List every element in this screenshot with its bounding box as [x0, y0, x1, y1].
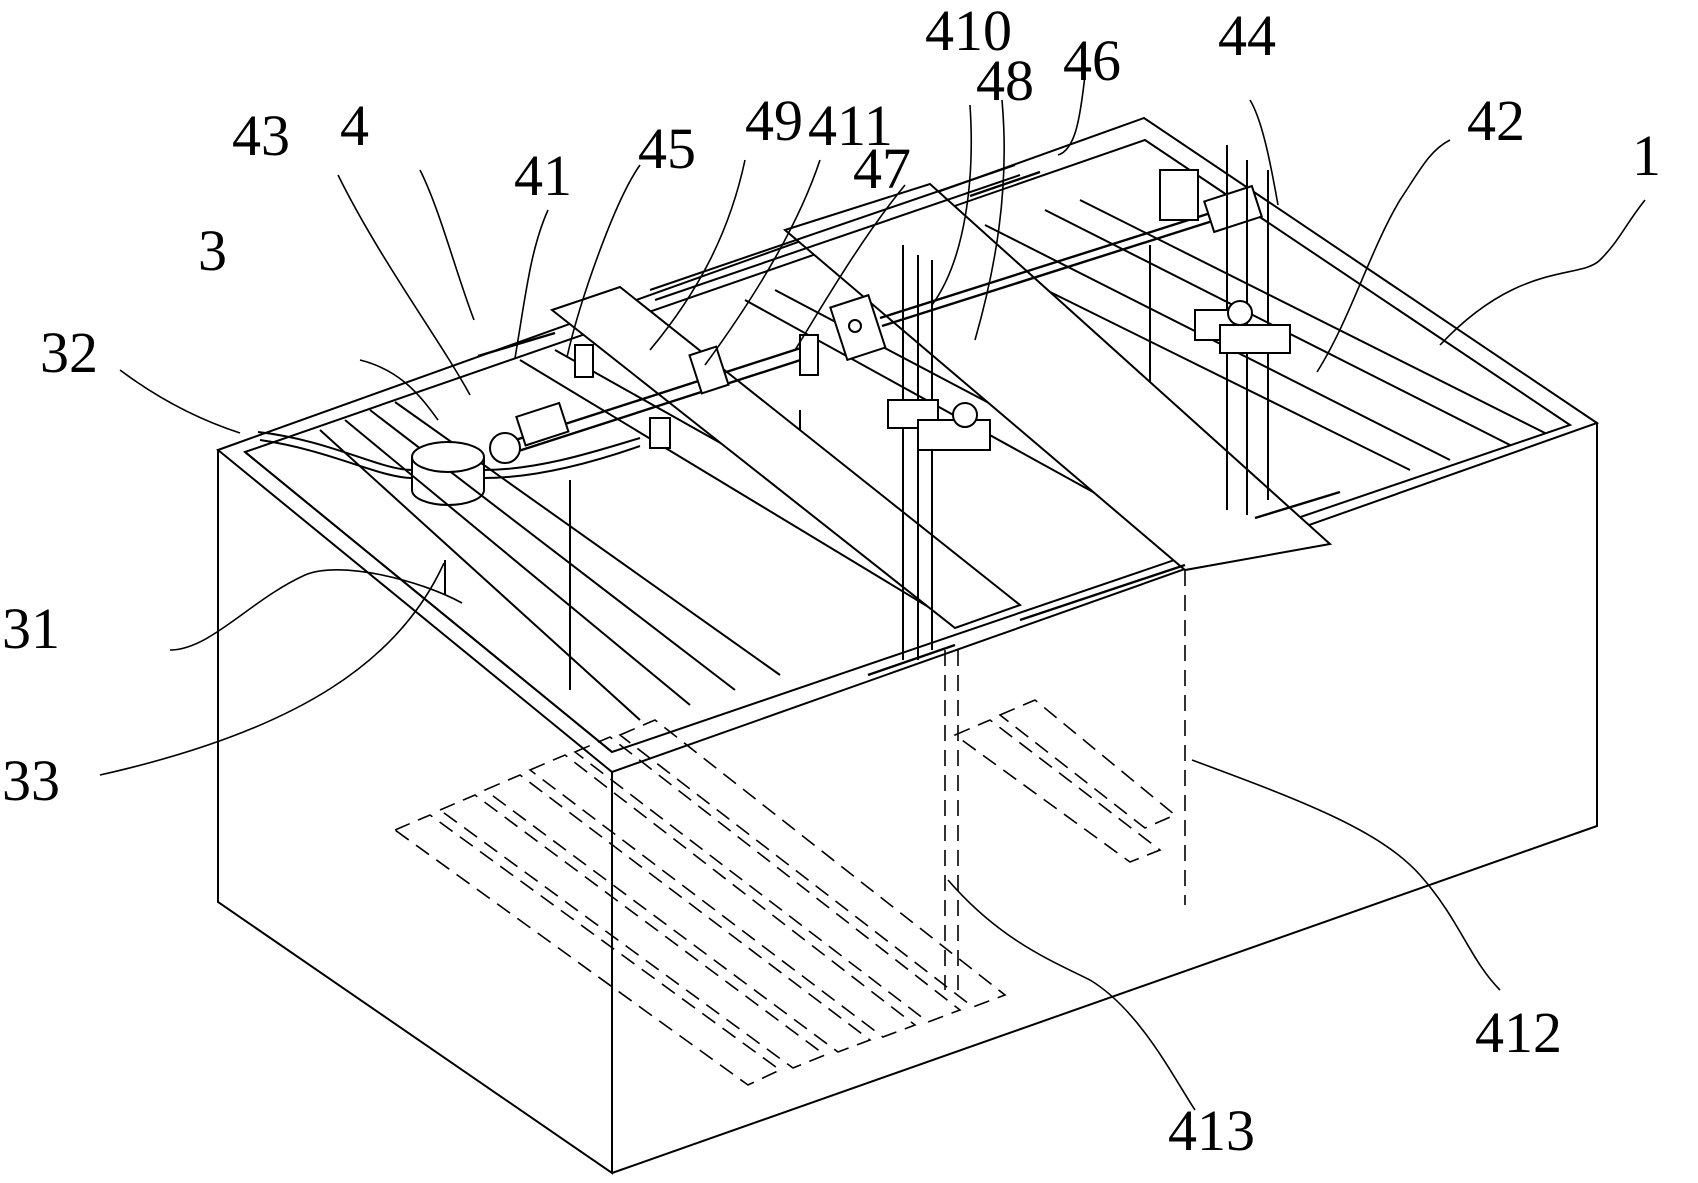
label-1: 1	[1632, 123, 1661, 188]
label-41: 41	[514, 143, 572, 208]
label-46: 46	[1063, 28, 1121, 93]
label-43: 43	[232, 103, 290, 168]
label-32: 32	[40, 320, 98, 385]
leader-lines	[99, 74, 1646, 1111]
label-31: 31	[2, 596, 60, 661]
reference-labels: 1 3 4 31 32 33 41 42 43 44 45 46 47 48 4…	[2, 0, 1661, 1163]
submerged-plates	[393, 570, 1186, 1086]
label-47: 47	[853, 136, 911, 201]
label-45: 45	[638, 116, 696, 181]
label-48: 48	[976, 48, 1034, 113]
label-44: 44	[1218, 3, 1276, 68]
label-33: 33	[2, 748, 60, 813]
mechanisms	[257, 145, 1291, 660]
label-413: 413	[1168, 1098, 1255, 1163]
label-49: 49	[745, 88, 803, 153]
label-410: 410	[925, 0, 1012, 63]
label-4: 4	[340, 93, 369, 158]
label-3: 3	[198, 218, 227, 283]
label-411: 411	[808, 93, 893, 158]
label-412: 412	[1475, 1000, 1562, 1065]
label-42: 42	[1467, 88, 1525, 153]
